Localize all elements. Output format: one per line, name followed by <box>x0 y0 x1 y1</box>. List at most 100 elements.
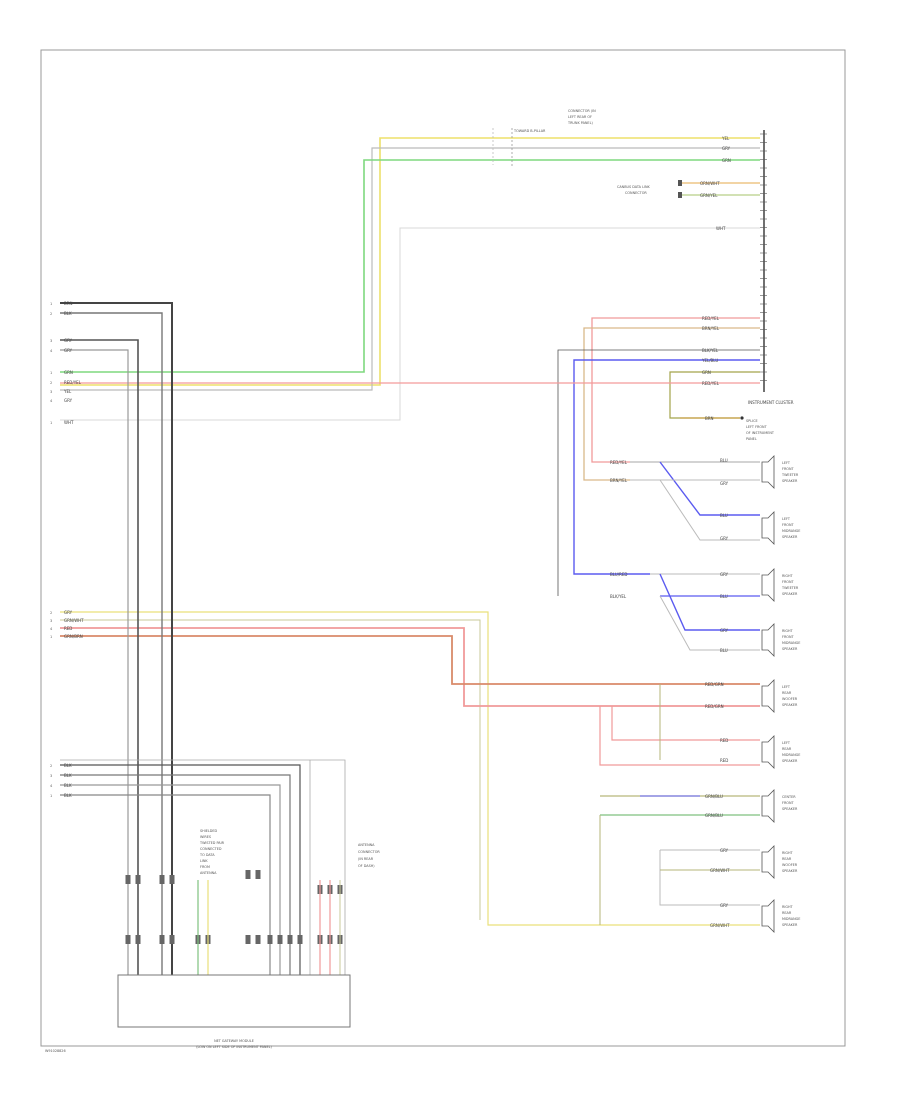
left-top-label-9: WHT <box>64 420 74 425</box>
speaker-label: LEFT <box>782 517 791 521</box>
left-pin-number: 3 <box>50 619 52 623</box>
left-top-label-7: YEL <box>63 389 72 394</box>
left-pin-number: 1 <box>50 421 52 425</box>
speaker-feed-label-4: BLK/YEL <box>610 594 627 599</box>
left-vertical-bundle <box>60 302 346 975</box>
inline-connector <box>169 875 175 884</box>
canbus-note-line-2: CONNECTOR <box>625 191 647 195</box>
left-top-label-1: BRN <box>64 301 73 306</box>
speaker-label: LEFT <box>782 741 791 745</box>
speaker-wire-label-11: RED <box>720 738 728 743</box>
speaker-label: RIGHT <box>782 851 794 855</box>
inline-connector <box>255 870 261 879</box>
top-note-line-1: CONNECTOR (IN <box>568 109 596 113</box>
inline-connector <box>159 935 165 944</box>
speaker-wire-label-13: GRN/BLU <box>705 794 723 799</box>
speaker-icon <box>761 735 775 769</box>
left-pin-number: 4 <box>50 349 53 353</box>
speaker-label: MIDRANGE <box>782 753 800 757</box>
top-wire-label-3: GRN <box>722 158 731 163</box>
top-wire-label-2: GRY <box>722 146 731 151</box>
instrument-cluster-connector <box>760 130 767 392</box>
speaker-label: FRONT <box>782 801 795 805</box>
speaker-label: CENTER <box>782 795 796 799</box>
instrument-cluster-label: INSTRUMENT CLUSTER <box>748 400 794 405</box>
speaker-label: SPEAKER <box>782 535 798 539</box>
speaker-label: LEFT <box>782 461 791 465</box>
inline-connector <box>135 935 141 944</box>
inline-connector <box>297 935 303 944</box>
speaker-label: WOOFER <box>782 863 798 867</box>
speaker-label: FRONT <box>782 635 795 639</box>
left-pin-labels: BRN BLK GRY GRY GRN RED/YEL YEL GRY WHT … <box>63 301 84 798</box>
left-pin-number: 3 <box>50 774 52 778</box>
cluster-lower-label-5: GRN <box>702 370 711 375</box>
speaker-icon <box>761 789 775 823</box>
cluster-lower-label-2: BRN/YEL <box>702 326 720 331</box>
speaker-wire-label-7: GRY <box>720 628 729 633</box>
ground-note-1: SPLICE <box>746 419 758 423</box>
speaker-label: REAR <box>782 857 792 861</box>
speaker-wire-label-5: GRY <box>720 572 729 577</box>
speaker-label: REAR <box>782 691 792 695</box>
ground-label: BRN <box>705 416 714 421</box>
speaker-label: MIDRANGE <box>782 917 800 921</box>
speaker-label: SPEAKER <box>782 479 798 483</box>
speaker-icon <box>761 623 775 657</box>
speaker-wire-label-17: GRY <box>720 903 729 908</box>
speaker-label: RIGHT <box>782 905 794 909</box>
speaker-label: FRONT <box>782 467 795 471</box>
speaker-wire-label-14: GRN/BLU <box>705 813 723 818</box>
speaker-label: REAR <box>782 911 792 915</box>
left-mid-label-3: RED <box>64 626 72 631</box>
cluster-lower-label-3: BLK/YEL <box>702 348 719 353</box>
speaker-icon <box>761 845 775 879</box>
antenna-note-4: OF DASH) <box>358 864 375 868</box>
left-pin-number: 2 <box>50 611 52 615</box>
module-note-8: ANTENNA <box>200 871 217 875</box>
top-wire-label-1: YEL <box>721 136 730 141</box>
speaker-feed-label-2: BRN/YEL <box>610 478 628 483</box>
ground-note-2: LEFT FRONT <box>746 425 768 429</box>
module-note-4: CONNECTED <box>200 847 222 851</box>
inline-connector <box>267 935 273 944</box>
speaker-feed-label-1: RED/YEL <box>610 460 628 465</box>
speaker-wire-label-1: BLU <box>720 458 728 463</box>
left-bottom-label-4: BLK <box>64 793 72 798</box>
speaker-wire-label-12: RED <box>720 758 728 763</box>
white-wire-label: WHT <box>716 226 726 231</box>
control-module-title: NET GATEWAY MODULE <box>214 1039 254 1043</box>
left-mid-label-1: GRY <box>64 610 73 615</box>
speaker-wire-label-3: BLU <box>720 513 728 518</box>
ground-note-4: PANEL <box>746 437 757 441</box>
speaker-wire-labels: BLU GRY BLU GRY GRY BLU GRY BLU RED/GRN … <box>705 458 730 928</box>
left-top-label-5: GRN <box>64 370 73 375</box>
module-note-1: SHIELDED <box>200 829 217 833</box>
diagram-frame <box>40 49 846 1047</box>
module-note-6: LINK <box>200 859 208 863</box>
inline-connector <box>287 935 293 944</box>
speaker-label: LEFT <box>782 685 791 689</box>
inline-connector <box>255 935 261 944</box>
cluster-lower-label-4: YEL/BLU <box>701 358 718 363</box>
left-pin-number: 1 <box>50 794 52 798</box>
module-note-5: TO DATA <box>199 853 215 857</box>
cluster-lower-wires <box>60 317 760 596</box>
inline-connector <box>159 875 165 884</box>
speaker-label: TWEETER <box>781 586 799 590</box>
bottom-feed-stubs <box>197 880 341 975</box>
speaker-label: REAR <box>782 747 792 751</box>
left-pin-number: 4 <box>50 627 53 631</box>
cluster-lower-label-1: RED/YEL <box>702 316 720 321</box>
left-top-label-4: GRY <box>64 348 73 353</box>
speakers-group: LEFTFRONTTWEETERSPEAKERLEFTFRONTMIDRANGE… <box>761 455 800 933</box>
ground-splice <box>680 416 744 420</box>
antenna-note-2: CONNECTOR <box>358 850 380 854</box>
left-pin-number: 3 <box>50 339 52 343</box>
left-top-label-6: RED/YEL <box>64 380 82 385</box>
